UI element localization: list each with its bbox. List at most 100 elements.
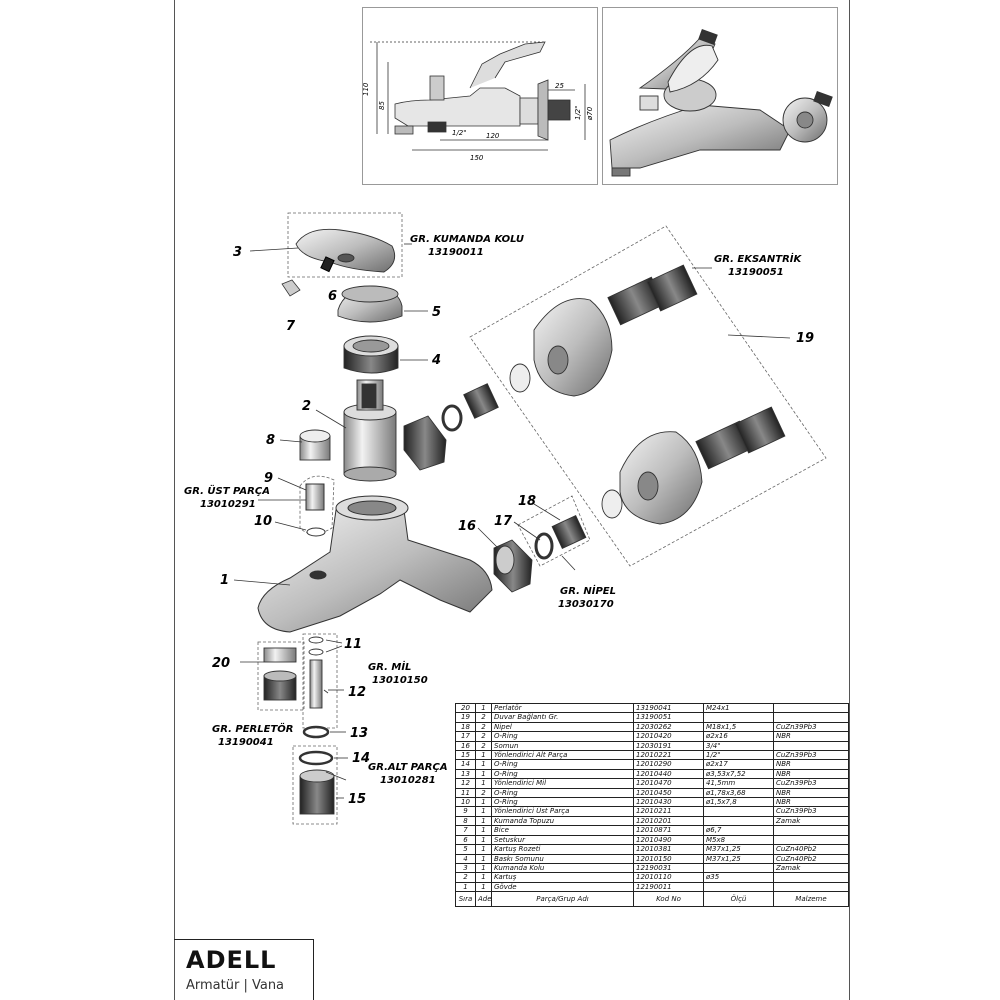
row-sira: 1 — [455, 881, 476, 893]
part-17-oring — [534, 532, 554, 560]
row-sira: 6 — [455, 834, 476, 846]
row-malzeme: NBR — [773, 787, 849, 799]
group-perletor-code: 13190041 — [218, 737, 274, 748]
header-malzeme: Malzeme — [773, 891, 849, 908]
part-18-nipple — [551, 515, 587, 549]
leader-lines — [233, 243, 791, 799]
row-malzeme: CuZn39Pb3 — [773, 750, 849, 761]
row-sira: 13 — [455, 768, 476, 780]
group-ust-parca-name: GR. ÜST PARÇA — [184, 483, 270, 497]
part-1-body — [257, 495, 493, 633]
dim-110: 110 — [362, 82, 370, 96]
row-malzeme — [773, 702, 849, 714]
callout-15: 15 — [348, 792, 366, 807]
row-kod: 13190041 — [633, 702, 704, 714]
header-sira: Sıra — [455, 891, 476, 908]
row-adet: 1 — [475, 853, 492, 864]
row-adet: 2 — [475, 787, 492, 799]
group-nipel-name: GR. NİPEL — [560, 583, 616, 597]
callout-1: 1 — [220, 573, 229, 588]
row-malzeme — [773, 834, 849, 846]
dimension-view — [370, 41, 586, 151]
callout-3: 3 — [233, 245, 242, 260]
row-kod: 12010201 — [633, 815, 704, 827]
row-kod: 12010110 — [633, 872, 704, 883]
row-olcu: M37x1,25 — [703, 844, 774, 855]
row-parca: O-Ring — [491, 731, 634, 742]
group-nipel-code: 13030170 — [558, 599, 614, 610]
callout-19: 19 — [796, 331, 814, 346]
perspective-view — [609, 28, 833, 177]
row-olcu: ø6,7 — [703, 825, 774, 836]
row-adet: 2 — [475, 712, 492, 723]
row-olcu: 41,5mm — [703, 778, 774, 789]
group-labels: GR. KUMANDA KOLU 13190011 GR. EKSANTRİK … — [184, 234, 803, 786]
row-sira: 18 — [455, 721, 476, 733]
row-adet: 2 — [475, 740, 492, 752]
parts-table-header: Sıra Adet Parça/Grup Adı Kod No Ölçü Mal… — [455, 891, 849, 908]
row-kod: 12030191 — [633, 740, 704, 752]
row-kod: 12190011 — [633, 881, 704, 893]
callout-8: 8 — [266, 433, 275, 448]
row-adet: 1 — [475, 768, 492, 780]
row-sira: 9 — [455, 806, 476, 817]
callout-5: 5 — [432, 305, 441, 320]
dim-85: 85 — [378, 101, 386, 110]
row-parca: Yönlendirici Alt Parça — [491, 750, 634, 761]
row-kod: 12010150 — [633, 853, 704, 864]
row-malzeme: CuZn39Pb3 — [773, 778, 849, 789]
row-adet: 2 — [475, 731, 492, 742]
callout-13: 13 — [350, 726, 368, 741]
part-20-aerator-top — [263, 647, 297, 663]
row-parca: O-Ring — [491, 797, 634, 808]
row-parca: Baskı Somunu — [491, 853, 634, 864]
callout-9: 9 — [264, 471, 273, 486]
row-olcu: 3/4" — [703, 740, 774, 752]
row-adet: 2 — [475, 721, 492, 733]
part-7-cap — [281, 279, 301, 297]
row-malzeme: CuZn40Pb2 — [773, 844, 849, 855]
part-10-oring — [306, 527, 326, 537]
row-malzeme: CuZn39Pb3 — [773, 806, 849, 817]
dim-70: ø70 — [586, 106, 594, 121]
callout-11: 11 — [344, 637, 362, 652]
row-olcu: ø1,78x3,68 — [703, 787, 774, 799]
callout-18: 18 — [518, 494, 536, 509]
callout-20: 20 — [212, 656, 230, 671]
part-3-handle — [295, 228, 396, 273]
group-ust-parca-code: 13010291 — [200, 499, 256, 510]
part-5-rosette — [337, 285, 403, 323]
row-malzeme — [773, 712, 849, 723]
row-kod: 12190031 — [633, 862, 704, 874]
callout-2: 2 — [302, 399, 311, 414]
row-kod: 12010470 — [633, 778, 704, 789]
row-sira: 16 — [455, 740, 476, 752]
row-parca: Yönlendirici Mil — [491, 778, 634, 789]
row-kod: 12010450 — [633, 787, 704, 799]
callout-17: 17 — [494, 514, 513, 529]
row-parca: O-Ring — [491, 787, 634, 799]
callout-12: 12 — [348, 685, 366, 700]
row-kod: 12010221 — [633, 750, 704, 761]
row-kod: 12010440 — [633, 768, 704, 780]
row-olcu: M5x8 — [703, 834, 774, 846]
callout-numbers: 3 6 7 5 4 2 8 9 10 1 19 16 17 18 11 12 2… — [212, 245, 814, 807]
callout-6: 6 — [328, 289, 337, 304]
row-sira: 10 — [455, 797, 476, 808]
row-sira: 17 — [455, 731, 476, 742]
row-parca: Kumanda Topuzu — [491, 815, 634, 827]
brand-tagline: Armatür | Vana — [186, 978, 285, 993]
row-adet: 1 — [475, 702, 492, 714]
row-adet: 1 — [475, 872, 492, 883]
header-adet: Adet — [475, 891, 492, 908]
row-olcu — [703, 862, 774, 874]
callout-10: 10 — [254, 514, 272, 529]
